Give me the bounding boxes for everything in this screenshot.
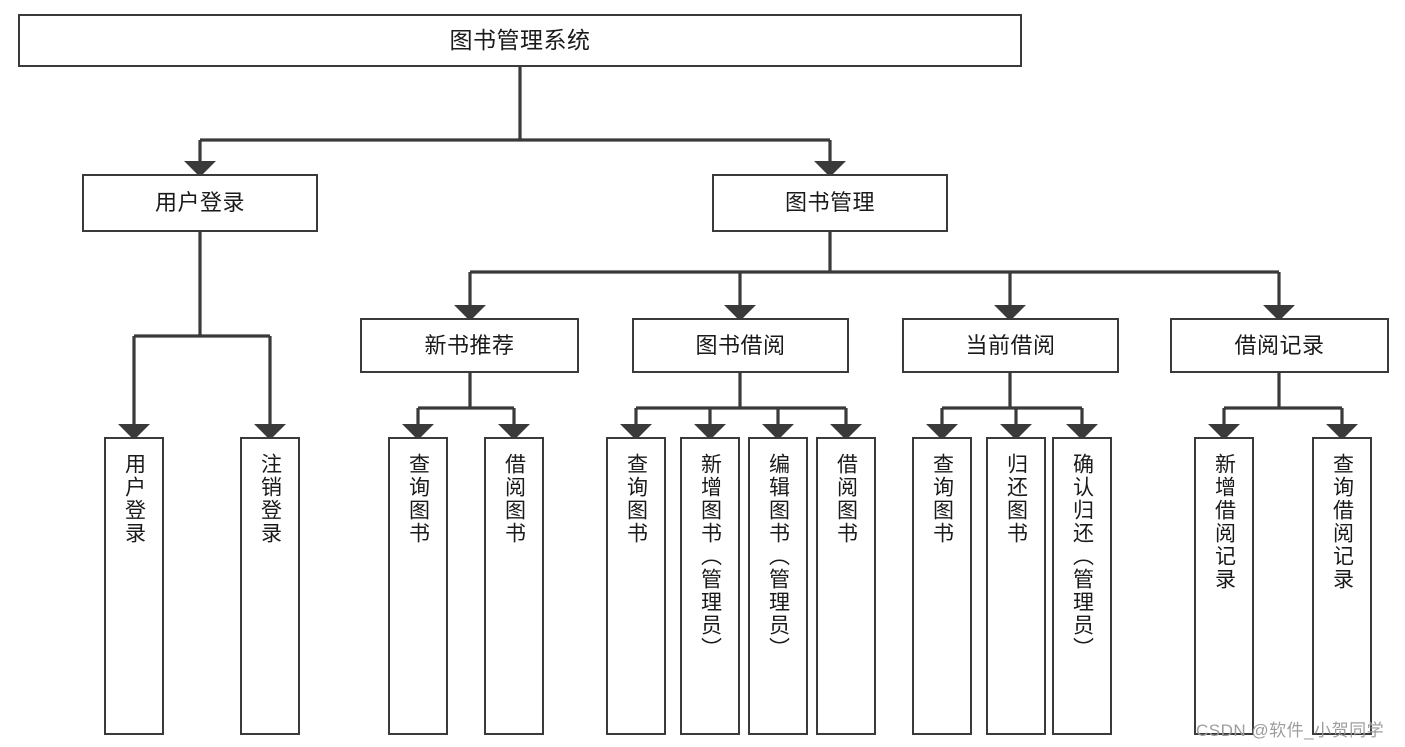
node-book-borrow-label: 图书借阅 bbox=[695, 332, 786, 358]
node-current-borrow[interactable]: 当前借阅 bbox=[902, 318, 1119, 373]
node-leaf-edit-book[interactable]: 编辑图书（管理员） bbox=[748, 437, 808, 735]
edge-group-borrow-record bbox=[1208, 373, 1358, 440]
node-leaf-return-book[interactable]: 归还图书 bbox=[986, 437, 1046, 735]
node-leaf-add-record[interactable]: 新增借阅记录 bbox=[1194, 437, 1254, 735]
node-new-book-rec-label: 新书推荐 bbox=[424, 332, 515, 358]
node-leaf-borrow-book-2-label: 借阅图书 bbox=[834, 453, 858, 545]
node-leaf-query-book-2[interactable]: 查询图书 bbox=[606, 437, 666, 735]
node-leaf-query-book-3[interactable]: 查询图书 bbox=[912, 437, 972, 735]
node-leaf-query-book-3-label: 查询图书 bbox=[930, 453, 954, 545]
node-leaf-user-login[interactable]: 用户登录 bbox=[104, 437, 164, 735]
node-root-label: 图书管理系统 bbox=[449, 26, 591, 53]
node-leaf-add-book-label: 新增图书（管理员） bbox=[698, 453, 722, 660]
node-leaf-query-record-label: 查询借阅记录 bbox=[1330, 453, 1354, 591]
node-leaf-query-book-1-label: 查询图书 bbox=[406, 453, 430, 545]
node-root[interactable]: 图书管理系统 bbox=[18, 14, 1022, 67]
edge-group-current-borrow bbox=[926, 373, 1098, 440]
csdn-watermark: CSDN @软件_小贺同学 bbox=[1196, 721, 1385, 740]
node-leaf-add-book[interactable]: 新增图书（管理员） bbox=[680, 437, 740, 735]
node-leaf-user-logout[interactable]: 注销登录 bbox=[240, 437, 300, 735]
node-leaf-confirm-return[interactable]: 确认归还（管理员） bbox=[1052, 437, 1112, 735]
node-leaf-query-book-1[interactable]: 查询图书 bbox=[388, 437, 448, 735]
node-leaf-user-login-label: 用户登录 bbox=[122, 453, 146, 545]
node-current-borrow-label: 当前借阅 bbox=[965, 332, 1056, 358]
edge-group-user-login bbox=[118, 232, 286, 440]
edge-group-book-borrow bbox=[620, 373, 862, 440]
node-leaf-user-logout-label: 注销登录 bbox=[258, 453, 282, 545]
node-book-manage[interactable]: 图书管理 bbox=[712, 174, 948, 232]
node-leaf-borrow-book-2[interactable]: 借阅图书 bbox=[816, 437, 876, 735]
node-user-login-label: 用户登录 bbox=[154, 190, 245, 216]
node-leaf-borrow-book-1-label: 借阅图书 bbox=[502, 453, 526, 545]
node-leaf-confirm-return-label: 确认归还（管理员） bbox=[1070, 453, 1094, 660]
node-user-login[interactable]: 用户登录 bbox=[82, 174, 318, 232]
node-leaf-return-book-label: 归还图书 bbox=[1004, 453, 1028, 545]
node-leaf-query-record[interactable]: 查询借阅记录 bbox=[1312, 437, 1372, 735]
edge-group-new-book-rec bbox=[402, 373, 530, 440]
node-leaf-borrow-book-1[interactable]: 借阅图书 bbox=[484, 437, 544, 735]
node-book-borrow[interactable]: 图书借阅 bbox=[632, 318, 849, 373]
edge-group-book-manage bbox=[454, 232, 1295, 321]
edge-group-root bbox=[184, 67, 846, 177]
node-leaf-query-book-2-label: 查询图书 bbox=[624, 453, 648, 545]
node-borrow-record-label: 借阅记录 bbox=[1234, 332, 1325, 358]
node-leaf-edit-book-label: 编辑图书（管理员） bbox=[766, 453, 790, 660]
node-borrow-record[interactable]: 借阅记录 bbox=[1170, 318, 1389, 373]
node-book-manage-label: 图书管理 bbox=[784, 190, 875, 216]
node-leaf-add-record-label: 新增借阅记录 bbox=[1212, 453, 1236, 591]
node-new-book-rec[interactable]: 新书推荐 bbox=[360, 318, 579, 373]
